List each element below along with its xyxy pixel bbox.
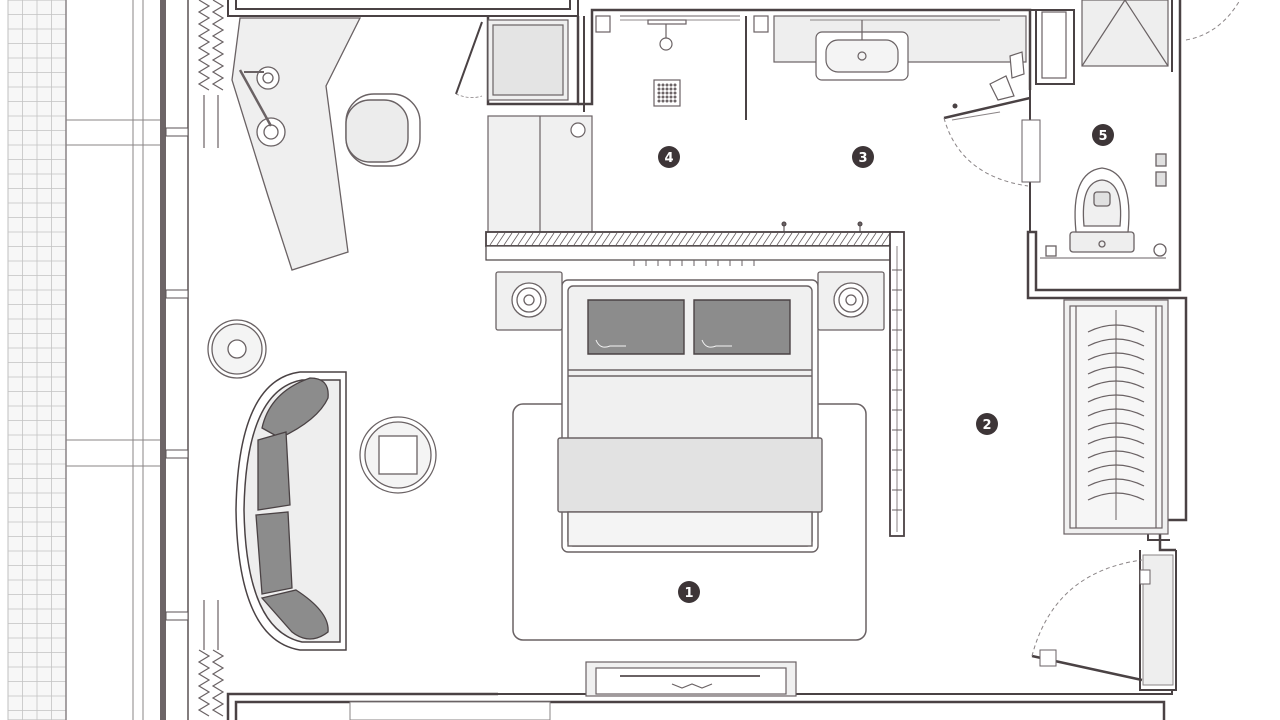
coffee-table [359, 416, 437, 494]
area-marker-toilet-area: 5 [1092, 124, 1114, 146]
hairdryer [989, 51, 1025, 101]
closet [1063, 299, 1169, 535]
area-marker-circle [976, 413, 998, 435]
toilet [1040, 153, 1167, 259]
luggage-bench [585, 661, 797, 697]
area-marker-shower-area: 4 [658, 146, 680, 168]
area-marker-bed-area: 1 [678, 581, 700, 603]
area-marker-circle [658, 146, 680, 168]
pillow-right [693, 299, 791, 355]
area-marker-circle [852, 146, 874, 168]
desk [231, 17, 362, 271]
area-marker-vanity-area: 3 [852, 146, 874, 168]
entry-door [1031, 559, 1151, 682]
desk-chair [345, 93, 421, 167]
side-table [207, 319, 267, 379]
nightstand-left [495, 271, 563, 331]
toilet-door [943, 96, 1041, 187]
area-marker-label: 1 [684, 586, 693, 601]
walls [226, 0, 1188, 720]
curtain-bottom [197, 600, 225, 717]
area-marker-label: 4 [664, 151, 673, 166]
balcony-grid [7, 0, 67, 720]
headboard-partition [485, 221, 905, 537]
area-markers: 1 2 3 4 5 [658, 124, 1114, 603]
storage-cabinet-top [455, 19, 569, 101]
area-marker-circle [1092, 124, 1114, 146]
bed [557, 279, 823, 553]
storage-top-right [1041, 0, 1241, 79]
shower [595, 15, 769, 120]
window-frame [65, 0, 189, 720]
area-marker-circle [678, 581, 700, 603]
pillow-left [587, 299, 685, 355]
sofa [235, 371, 347, 651]
nightstand-right [817, 271, 885, 331]
area-marker-wardrobe-area: 2 [976, 413, 998, 435]
area-marker-label: 3 [858, 151, 867, 166]
area-marker-label: 5 [1098, 129, 1107, 144]
wardrobe-cabinet [487, 115, 593, 233]
area-marker-label: 2 [982, 418, 991, 433]
vanity [773, 15, 1027, 81]
curtain-top [197, 0, 225, 148]
